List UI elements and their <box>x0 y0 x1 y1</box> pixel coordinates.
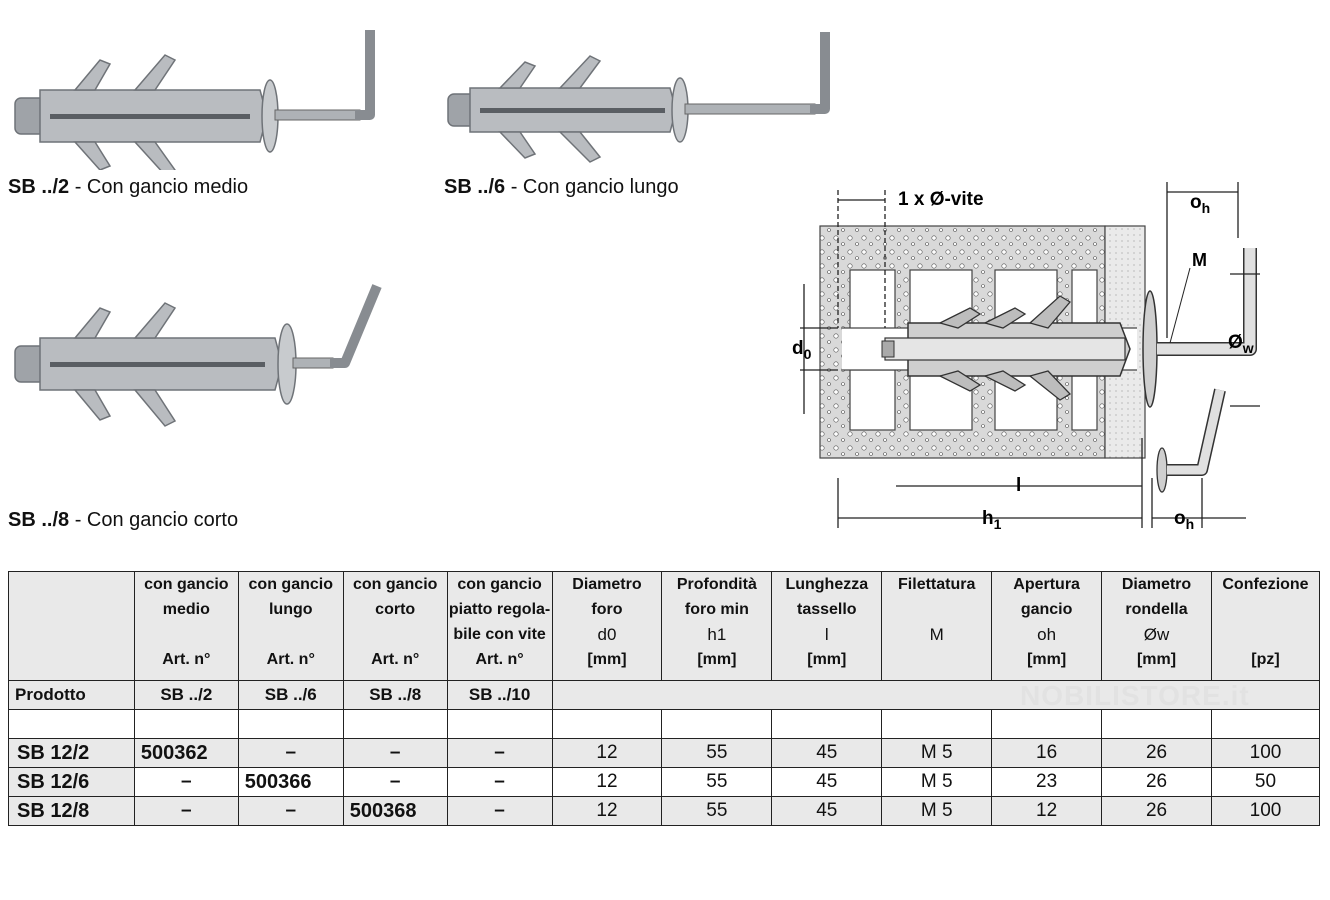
row-cell: M 5 <box>881 796 993 826</box>
diagram-label-oh2: o <box>1174 508 1186 529</box>
row-cell: 100 <box>1210 796 1321 826</box>
product-image-sb-2 <box>14 30 375 170</box>
row-cell: M 5 <box>881 738 993 768</box>
svg-text:d0: d0 <box>792 338 812 362</box>
row-cell: 12 <box>991 796 1103 826</box>
diagram-label-m: M <box>1192 250 1207 270</box>
row-cell: 55 <box>661 796 773 826</box>
row-art-number: 500366 <box>237 767 344 797</box>
header-cell-0 <box>8 571 135 681</box>
product-image-sb-8 <box>14 284 382 427</box>
row-cell: – <box>237 796 344 826</box>
row-cell: – <box>446 738 553 768</box>
row-cell: – <box>342 767 448 797</box>
row-cell: 26 <box>1101 767 1212 797</box>
product-desc: - Con gancio lungo <box>505 176 679 198</box>
diagram-label-screw: 1 x Ø-vite <box>898 189 984 210</box>
product-desc: - Con gancio corto <box>69 509 239 531</box>
row-cell: – <box>133 796 239 826</box>
header-cell-11: Confezione[pz] <box>1210 571 1321 681</box>
product-code-cell: SB ../10 <box>446 680 553 710</box>
svg-text:oh: oh <box>1174 508 1194 532</box>
row-cell: 23 <box>991 767 1103 797</box>
product-code: SB ../6 <box>444 176 506 198</box>
svg-text:oh: oh <box>1190 192 1210 216</box>
svg-text:h1: h1 <box>982 508 1002 532</box>
row-cell: 45 <box>771 738 883 768</box>
diagram-label-oh2-sub: h <box>1186 516 1195 532</box>
row-cell: 45 <box>771 796 883 826</box>
row-cell: 100 <box>1210 738 1321 768</box>
diagram-label-oh: o <box>1190 192 1202 213</box>
row-art-number: 500362 <box>133 738 239 768</box>
watermark-logo: NOBILISTORE.it <box>1020 680 1250 711</box>
product-code-cell: SB ../6 <box>237 680 344 710</box>
product-image-sb-6 <box>447 32 830 163</box>
row-cell: – <box>133 767 239 797</box>
row-product-name: SB 12/6 <box>8 767 135 797</box>
row-art-number: 500368 <box>342 796 448 826</box>
table-row: SB 12/2 500362 – – – 12 55 45 M 5 16 26 … <box>8 738 1321 768</box>
row-cell: 16 <box>991 738 1103 768</box>
installation-diagram: 1 x Ø-vite oh M d0 Øw l h1 oh <box>792 182 1260 532</box>
product-label-cell: Prodotto <box>8 680 135 710</box>
row-cell: 50 <box>1210 767 1321 797</box>
product-caption-sb-6: SB ../6 - Con gancio lungo <box>444 176 679 199</box>
diagram-label-oh-sub: h <box>1202 200 1211 216</box>
product-caption-sb-2: SB ../2 - Con gancio medio <box>8 176 248 199</box>
diagram-label-h1-sub: 1 <box>994 516 1002 532</box>
product-code-cell: SB ../8 <box>342 680 448 710</box>
table-row: SB 12/8 – – 500368 – 12 55 45 M 5 12 26 … <box>8 796 1321 826</box>
diagram-label-ow: Ø <box>1228 332 1243 353</box>
table-product-row: Prodotto SB ../2 SB ../6 SB ../8 SB ../1… <box>8 680 1321 710</box>
row-cell: 26 <box>1101 796 1212 826</box>
row-cell: – <box>446 796 553 826</box>
row-cell: 12 <box>551 767 663 797</box>
product-caption-sb-8: SB ../8 - Con gancio corto <box>8 509 238 532</box>
product-row-filler <box>551 680 1321 710</box>
row-cell: 45 <box>771 767 883 797</box>
diagram-label-l: l <box>1016 475 1021 496</box>
row-cell: – <box>342 738 448 768</box>
row-cell: 55 <box>661 767 773 797</box>
diagram-label-h1: h <box>982 508 994 529</box>
diagram-label-ow-sub: w <box>1242 340 1254 356</box>
row-cell: 12 <box>551 738 663 768</box>
product-desc: - Con gancio medio <box>69 176 249 198</box>
table-row: SB 12/6 – 500366 – – 12 55 45 M 5 23 26 … <box>8 767 1321 797</box>
product-code: SB ../2 <box>8 176 70 198</box>
table-empty-row <box>8 709 1321 739</box>
row-cell: 55 <box>661 738 773 768</box>
row-cell: – <box>446 767 553 797</box>
svg-text:Øw: Øw <box>1228 332 1254 356</box>
row-product-name: SB 12/2 <box>8 738 135 768</box>
product-code-cell: SB ../2 <box>133 680 239 710</box>
row-cell: – <box>237 738 344 768</box>
diagram-label-d0-sub: 0 <box>804 346 812 362</box>
row-cell: 12 <box>551 796 663 826</box>
row-cell: M 5 <box>881 767 993 797</box>
diagram-label-d0: d <box>792 338 804 359</box>
product-code: SB ../8 <box>8 509 70 531</box>
row-product-name: SB 12/8 <box>8 796 135 826</box>
row-cell: 26 <box>1101 738 1212 768</box>
